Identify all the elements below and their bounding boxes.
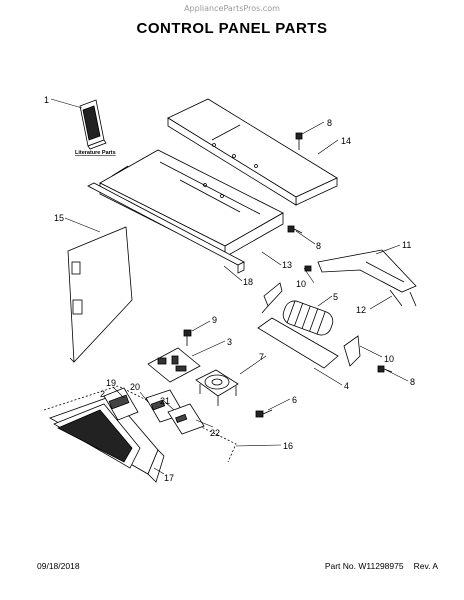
callout-16: 16 [283,441,293,451]
callout-21: 21 [160,396,170,406]
footer-part-info: Part No. W11298975 Rev. A [325,561,438,571]
part-14-upper-cover [167,98,338,206]
part-10-upper-bracket [261,265,312,314]
screw-8-upper [295,132,303,150]
callout-7: 7 [259,352,264,362]
callout-12: 12 [356,305,366,315]
page-title: CONTROL PANEL PARTS [136,20,328,37]
callout-22: 22 [210,428,220,438]
leader-lines [50,98,409,475]
callout-8-middle: 8 [316,241,321,251]
callout-20: 20 [130,382,140,392]
part-5-blower [282,300,334,336]
callout-2: 2 [100,389,105,399]
screw-9 [183,329,192,346]
part-11-bracket [317,249,417,307]
callout-9: 9 [212,315,217,325]
callout-10-upper: 10 [296,279,306,289]
callout-10-lower: 10 [384,354,394,364]
callout-8-upper: 8 [327,118,332,128]
callout-19: 19 [106,378,116,388]
part-3-control-board [147,347,201,383]
callout-15: 15 [54,213,64,223]
part-16-front-assembly [43,385,237,483]
callout-1: 1 [44,95,49,105]
callout-4: 4 [344,381,349,391]
callout-13: 13 [282,260,292,270]
callout-14: 14 [341,136,351,146]
callout-18: 18 [243,277,253,287]
literature-parts-label: Literature Parts [75,150,116,156]
part-10-lower-bracket [343,335,393,373]
watermark-text: AppliancePartsPros.com [184,4,280,13]
part-7-cooling-fan [195,369,239,406]
callout-11: 11 [402,240,411,250]
footer-revision: Rev. A [413,561,438,571]
callout-17: 17 [164,473,174,483]
callout-3: 3 [227,337,232,347]
callout-6: 6 [292,395,297,405]
callout-8-lower: 8 [410,377,415,387]
footer-part-number: Part No. W11298975 [324,561,404,571]
screw-8-middle [287,225,303,234]
screw-6 [255,409,273,418]
literature-booklet [79,99,107,150]
part-15-side-panel [67,226,133,363]
parts-19-22-electronics [103,387,205,435]
part-4-plate [257,317,339,369]
part-18-trim-strip [87,182,245,274]
callout-5: 5 [333,292,338,302]
footer-date: 09/18/2018 [37,561,80,571]
